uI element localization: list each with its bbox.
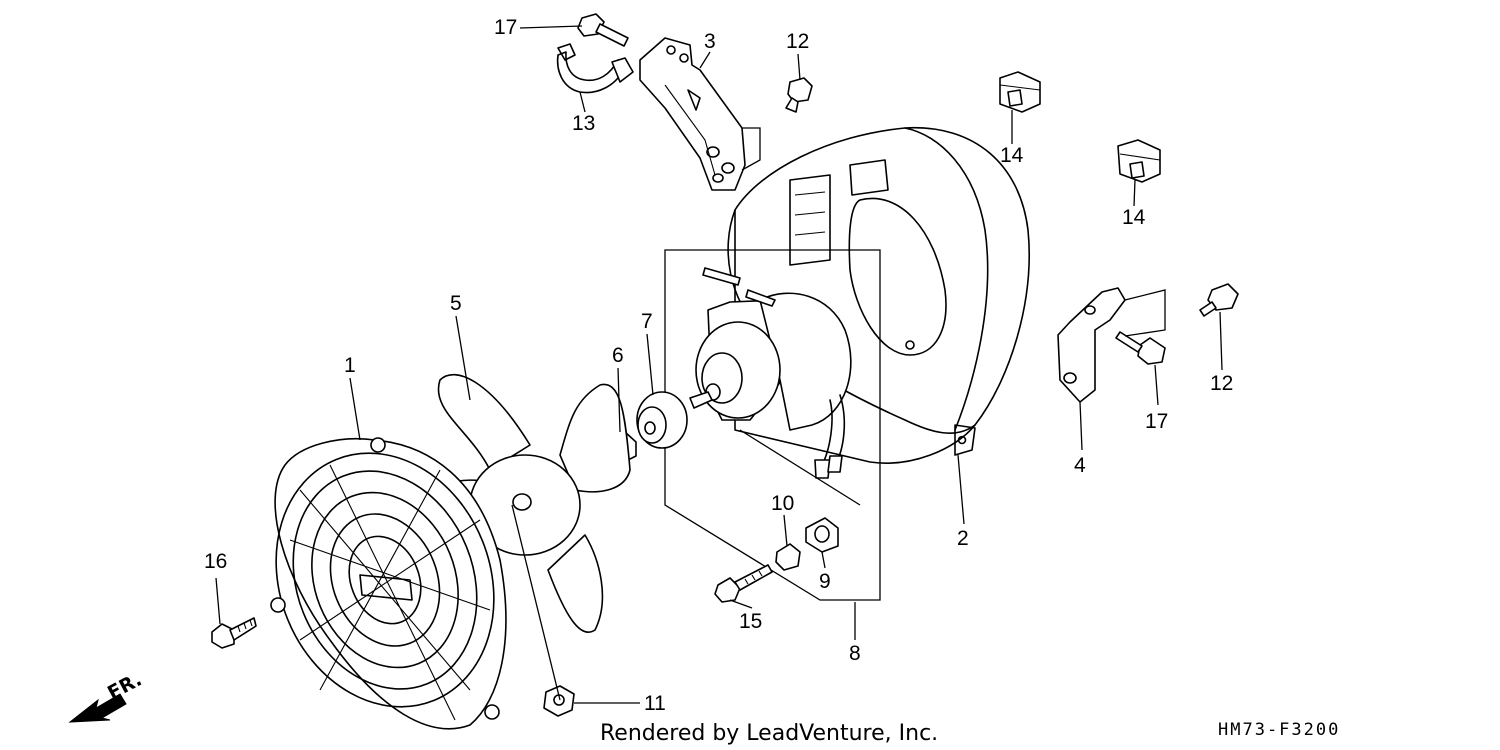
side-bracket-part	[1057, 287, 1126, 403]
callout-11: 11	[644, 692, 666, 715]
fan-blade-part	[437, 373, 631, 633]
flange-bolt-upper	[785, 77, 813, 113]
callout-10: 10	[771, 492, 794, 515]
callout-7: 7	[641, 310, 653, 333]
rubber-washer-part	[636, 391, 688, 449]
render-credit: Rendered by LeadVenture, Inc.	[600, 721, 938, 746]
callout-14-lower: 14	[1122, 206, 1146, 229]
callout-12-right: 12	[1210, 372, 1233, 395]
spacer-collar-part	[775, 543, 801, 571]
fan-guard-part	[270, 437, 507, 730]
callout-16: 16	[204, 550, 227, 573]
clip-nut-upper	[999, 71, 1041, 113]
callout-2: 2	[957, 527, 969, 550]
callout-8: 8	[849, 642, 861, 665]
flange-bolt-top	[577, 13, 629, 47]
flange-bolt-lower-right	[1115, 331, 1166, 365]
upper-bracket-part	[639, 37, 746, 191]
clip-nut-lower	[1117, 139, 1161, 183]
fan-motor-part	[689, 267, 852, 479]
leader-lines	[215, 25, 1223, 704]
motor-group-bracket-line	[664, 249, 881, 601]
callout-6: 6	[612, 344, 624, 367]
flange-bolt-right	[1199, 283, 1239, 317]
callout-12-upper: 12	[786, 30, 809, 53]
flange-nut-part	[543, 685, 575, 717]
callout-14-upper: 14	[1000, 144, 1024, 167]
callout-9: 9	[819, 570, 831, 593]
callout-13: 13	[572, 112, 595, 135]
callout-17-right: 17	[1145, 410, 1168, 433]
figure-code: HM73-F3200	[1218, 720, 1340, 740]
callout-labels: 1 2 3 4 5 6 7 8 9 10 11 12 12 13 14 14 1…	[204, 16, 1233, 715]
callout-1: 1	[344, 354, 356, 377]
grommet-part	[805, 517, 839, 553]
front-direction-label: FR.	[104, 668, 145, 704]
motor-mount-bolt	[714, 564, 773, 603]
callout-15: 15	[739, 610, 762, 633]
tapping-screw-part	[211, 617, 257, 649]
callout-5: 5	[450, 292, 462, 315]
wire-clamp-part	[556, 43, 634, 94]
front-direction-icon	[68, 693, 127, 723]
callout-17-upper: 17	[494, 16, 517, 39]
callout-3: 3	[704, 30, 716, 53]
callout-4: 4	[1074, 454, 1086, 477]
